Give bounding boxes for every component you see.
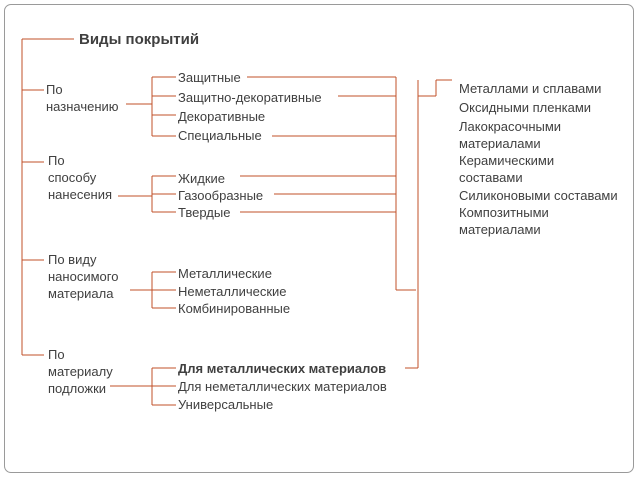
material-metals-alloys: Металлами и сплавами [459,81,602,96]
item-liquid: Жидкие [178,171,226,186]
item-gaseous: Газообразные [178,188,264,203]
item-decorative: Декоративные [178,109,266,124]
item-for-nonmetals: Для неметаллических материалов [178,379,387,394]
item-universal: Универсальные [178,397,274,412]
material-silicone: Силиконовыми составами [459,188,618,203]
item-special: Специальные [178,128,262,143]
item-for-metals: Для металлических материалов [178,361,387,376]
item-metallic: Металлические [178,266,272,281]
item-protective: Защитные [178,70,241,85]
item-solid: Твердые [178,205,231,220]
item-nonmetallic: Неметаллические [178,284,287,299]
item-protective-decorative: Защитно-декоративные [178,90,322,105]
material-oxide-films: Оксидными пленками [459,100,592,115]
diagram-title: Виды покрытий [79,31,200,48]
item-combined: Комбинированные [178,301,291,316]
diagram-frame [4,4,634,473]
